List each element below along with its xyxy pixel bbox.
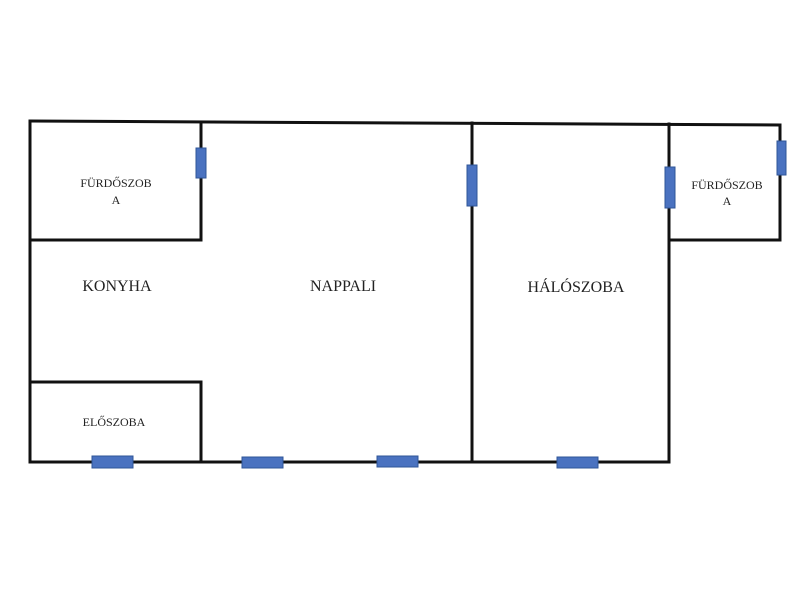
room-label-bedroom: HÁLÓSZOBA <box>528 277 625 296</box>
room-label-bathroom-right-cont: A <box>723 194 732 208</box>
openings <box>91 140 787 469</box>
room-label-bathroom-left: FÜRDŐSZOB <box>80 176 151 190</box>
door-bathroom-right <box>664 166 676 209</box>
window-bathroom-right <box>776 140 787 176</box>
walls <box>28 119 782 464</box>
room-label-kitchen: KONYHA <box>82 278 152 295</box>
outer-wall-top <box>28 119 782 127</box>
room-label-living-room: NAPPALI <box>310 278 376 295</box>
window-living-2 <box>376 455 419 468</box>
door-bathroom-left <box>195 147 207 179</box>
room-label-bathroom-left-cont: A <box>112 193 121 207</box>
room-label-hallway: ELŐSZOBA <box>83 415 146 429</box>
door-living-bedroom <box>466 164 478 207</box>
window-living-1 <box>241 456 284 469</box>
window-bedroom <box>556 456 599 469</box>
room-label-bathroom-right: FÜRDŐSZOB <box>691 178 762 192</box>
entrance-door <box>91 455 134 469</box>
